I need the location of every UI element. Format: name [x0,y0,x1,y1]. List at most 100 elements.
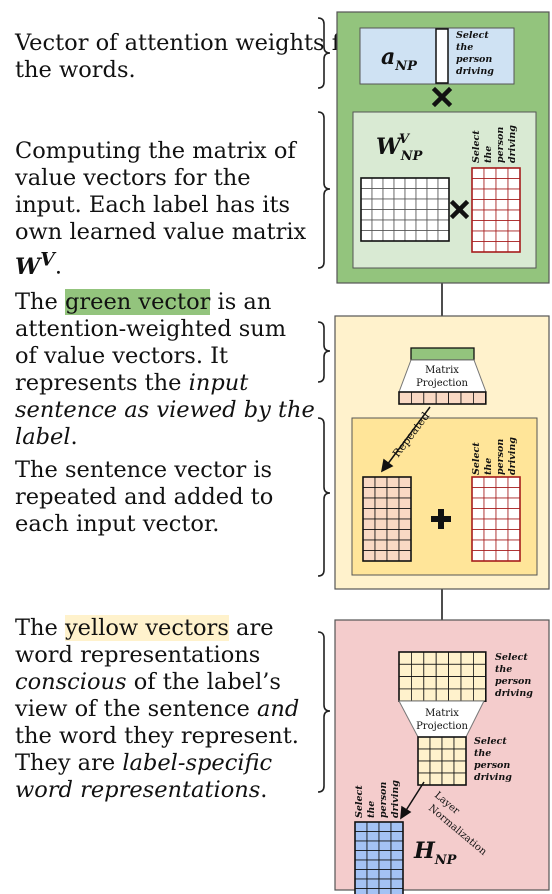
value-vector-cell [471,209,485,221]
projected-rows-words: Select the person driving [474,736,512,783]
caption-green-vector: The green vector is an attention-weighte… [15,289,315,450]
input-vector-cell [471,508,485,520]
repeated-vector-outline [362,476,412,562]
svg-text:person: person [456,54,492,65]
yellow-word-vector-cell [472,663,487,677]
svg-text:HNP: HNP [413,838,458,868]
weight-matrix-cell [393,219,406,231]
yellow-word-vector-cell [423,651,437,665]
input-vector-cell [495,487,509,499]
yellow-word-vector-cell [398,663,412,677]
value-vector-cell [471,241,485,253]
weight-matrix-cell [437,198,450,210]
input-vector-cell [483,497,497,509]
projected-word-vector-outline [417,736,467,786]
repeated-vector-cell [386,476,400,488]
repeated-vector-cell [374,539,388,551]
yellow-word-vector-cell [448,688,462,702]
output-vector-cell [378,859,392,870]
yellow-word-vector-cell [448,676,462,690]
projected-cell-cell [410,391,425,405]
svg-text:driving: driving [390,780,401,818]
projected-cell-cell [435,391,450,405]
repeated-vector-cell [362,487,376,499]
value-vector-cell [495,220,509,232]
repeated-vector-cell [374,508,388,520]
yellow-word-vector-cell [423,688,437,702]
brace-3 [317,321,331,383]
svg-text:person: person [495,676,531,687]
projected-cell-cell [460,391,474,405]
output-vector-cell [366,859,380,870]
input-vector-cell [507,487,521,499]
weight-matrix-cell [437,209,450,221]
input-vector-cell [495,518,509,530]
input-words: Select the person driving [471,437,518,475]
yellow-word-vector-cell [398,688,412,702]
value-vector-outline [471,167,521,253]
output-vector-cell [354,821,368,832]
output-vector-cell [366,888,380,894]
weight-matrix-cell [437,230,450,242]
svg-text:Projection: Projection [416,721,468,732]
projected-cell-cell [398,391,412,405]
output-vector-cell [366,840,380,851]
output-vector-cell [354,888,368,894]
yellow-word-vector-cell [423,676,437,690]
attention-vector [435,28,449,84]
value-vector-cell [471,199,485,211]
svg-text:Select: Select [474,736,507,747]
yellow-word-vector-cell [472,688,487,702]
input-vectors-red [471,476,521,562]
output-vector-cell [390,840,404,851]
output-vector-cell [366,821,380,832]
weight-matrix-cell [360,209,373,221]
yellow-word-vector-cell [460,688,474,702]
weight-matrix-cell [426,209,439,221]
repeated-vector-cell [362,508,376,520]
output-vector-cell [378,850,392,861]
caption-value-matrix: Computing the matrix of value vectors fo… [15,138,307,280]
svg-text:the: the [366,801,377,818]
svg-text:person: person [495,439,506,475]
value-vector-cell [483,230,497,242]
svg-text:the: the [495,664,512,675]
output-vector-cell [390,831,404,842]
weight-matrix-cell [426,177,439,189]
input-vector-cell [483,539,497,551]
output-vector-cell [390,878,404,889]
h-sub: NP [434,853,458,868]
repeated-vector-cell [386,508,400,520]
svg-text:the: the [474,748,491,759]
value-vector-cell [495,199,509,211]
yellow-word-vector-cell [472,676,487,690]
input-vector-cell [483,487,497,499]
weight-matrix-cell [415,198,428,210]
yellow-word-vector-cell [423,663,437,677]
brace-4 [317,417,331,577]
weight-matrix-cell [382,198,395,210]
yellow-word-vector-cell [460,676,474,690]
green-sentence-vector [410,347,475,361]
output-vector-cell [378,840,392,851]
input-vector-cell [471,518,485,530]
weight-matrix-cell [404,198,417,210]
yellow-word-vector-cell [435,651,450,665]
output-vector-cell [390,821,404,832]
repeated-vector-cell [398,497,412,509]
weight-matrix-cell [382,209,395,221]
output-vector-cell [378,821,392,832]
projected-word-vector-cell [417,760,431,774]
projected-word-vector-cell [429,772,443,786]
repeated-vector-cell [362,550,376,562]
value-vector-cell [471,167,485,179]
yellow-word-vector-cell [410,651,425,665]
green-vector-highlight: green vector [64,289,211,315]
value-vector-cell [507,241,521,253]
weight-matrix-cell [404,188,417,200]
projected-word-vector-cell [441,772,455,786]
repeated-vector-cell [362,476,376,488]
output-vectors-blue [354,821,404,894]
value-vector-cell [471,178,485,190]
h-label: H [413,838,436,864]
